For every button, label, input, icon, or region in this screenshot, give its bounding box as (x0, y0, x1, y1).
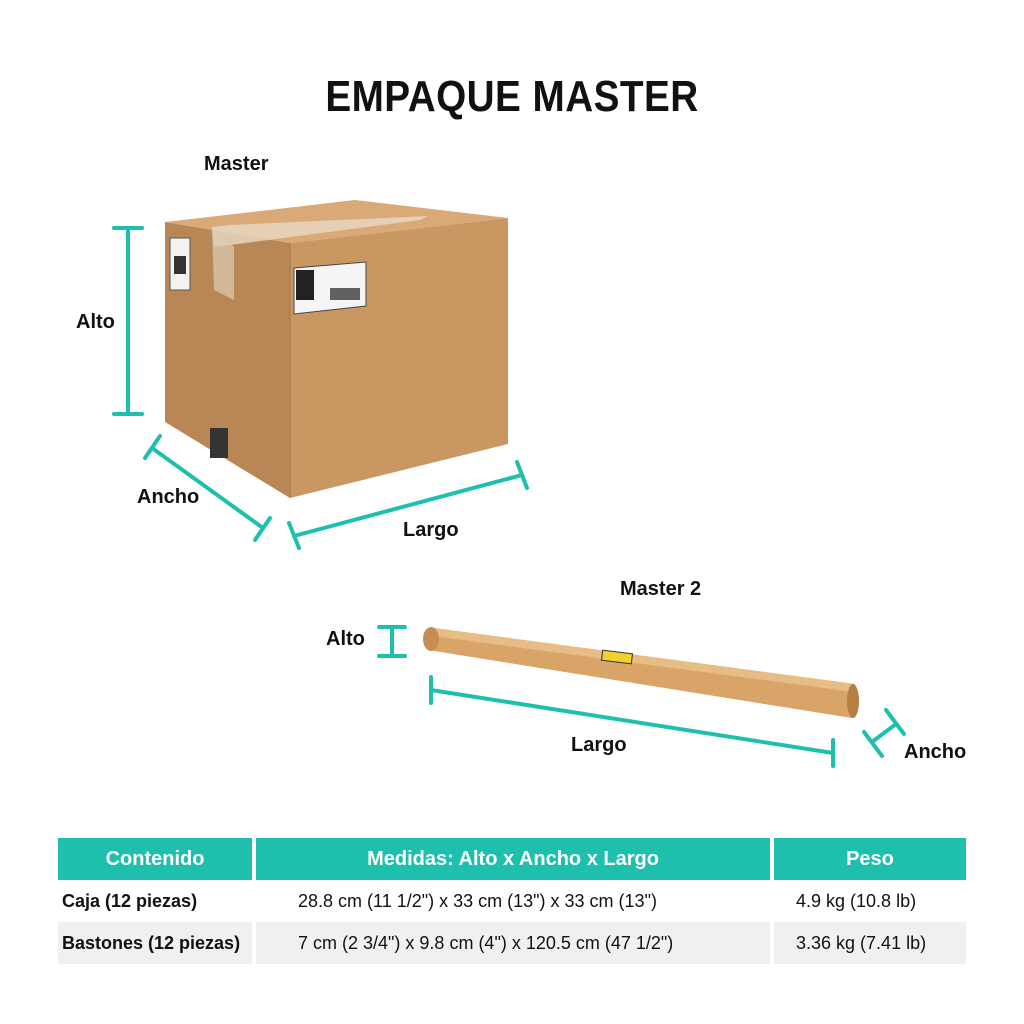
page-title: EMPAQUE MASTER (325, 72, 699, 121)
master-box-image (165, 200, 508, 498)
master-label: Master (204, 153, 269, 175)
packaging-table: Contenido Medidas: Alto x Ancho x Largo … (58, 838, 966, 964)
row-bastones-contenido: Bastones (12 piezas) (58, 922, 252, 964)
header-medidas: Medidas: Alto x Ancho x Largo (256, 838, 770, 880)
row-bastones-peso: 3.36 kg (7.41 lb) (774, 922, 966, 964)
row-caja-peso: 4.9 kg (10.8 lb) (796, 890, 917, 911)
master-ancho-label: Ancho (137, 486, 200, 508)
header-contenido: Contenido (58, 838, 252, 880)
master2-alto-label: Alto (326, 628, 365, 650)
row-caja-medidas: 28.8 cm (11 1/2") x 33 cm (13") x 33 cm … (298, 890, 657, 911)
header-peso: Peso (774, 838, 966, 880)
row-caja-contenido: Caja (12 piezas) (62, 890, 198, 911)
master2-label: Master 2 (620, 578, 702, 600)
master2-ancho-label: Ancho (904, 741, 967, 763)
master2-largo-label: Largo (571, 734, 627, 756)
master2-tube-image (423, 627, 859, 718)
row-bastones-medidas: 7 cm (2 3/4") x 9.8 cm (4") x 120.5 cm (… (256, 922, 770, 964)
packaging-illustration (112, 200, 906, 768)
master-alto-label: Alto (76, 311, 115, 333)
master-dimension-lines (112, 226, 529, 550)
master2-dimension-lines (377, 625, 906, 768)
master-largo-label: Largo (403, 519, 459, 541)
